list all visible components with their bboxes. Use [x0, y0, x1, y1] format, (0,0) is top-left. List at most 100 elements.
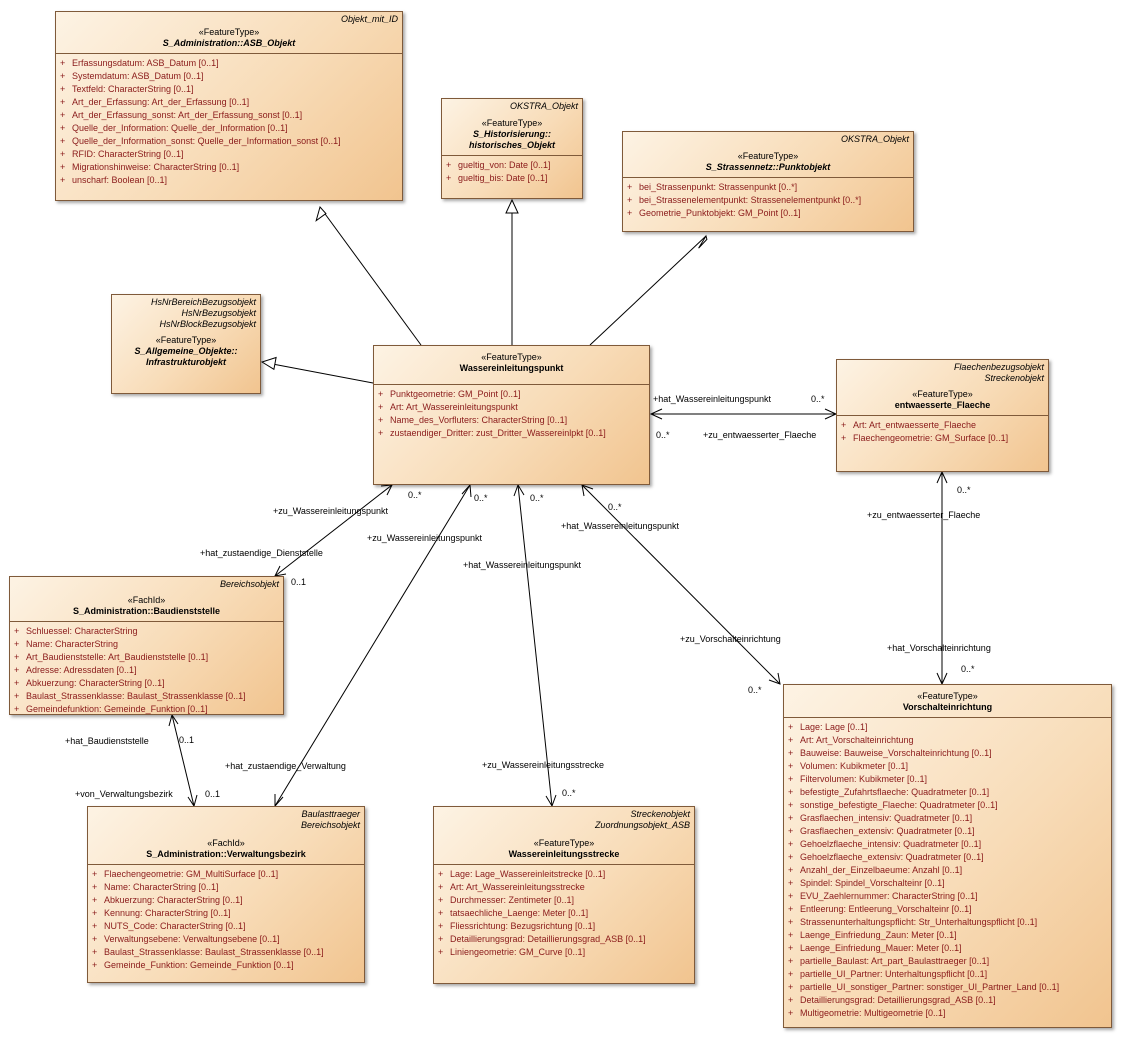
arrowhead-wep-left — [649, 408, 663, 420]
generalization-arrowhead-infra — [260, 356, 277, 371]
generalization-edge-asb — [319, 206, 422, 346]
attribute: +Art: Art_Vorschalteinrichtung — [788, 735, 914, 745]
attribute: +Laenge_Einfriedung_Mauer: Meter [0..1] — [788, 943, 962, 953]
stereotype: «FeatureType» — [481, 118, 543, 128]
attribute: +Lage: Lage_Wassereinleitstrecke [0..1] — [438, 869, 606, 879]
class-name: Vorschalteinrichtung — [902, 702, 993, 712]
attribute: +Art: Art_Wassereinleitungsstrecke — [438, 882, 585, 892]
class-name: Infrastrukturobjekt — [145, 357, 226, 367]
attribute: +RFID: CharacterString [0..1] — [60, 149, 184, 159]
attribute: +Erfassungsdatum: ASB_Datum [0..1] — [60, 58, 219, 68]
attribute: +Laenge_Einfriedung_Zaun: Meter [0..1] — [788, 930, 957, 940]
stereotype: «FeatureType» — [737, 151, 799, 161]
attribute: +sonstige_befestigte_Flaeche: Quadratmet… — [788, 800, 998, 810]
role-label: +hat_Vorschalteinrichtung — [887, 643, 991, 653]
attribute: +Kennung: CharacterString [0..1] — [92, 908, 231, 918]
tag: OKSTRA_Objekt — [509, 101, 578, 111]
tag: OKSTRA_Objekt — [840, 134, 909, 144]
attribute: +Fliessrichtung: Bezugsrichtung [0..1] — [438, 921, 596, 931]
attribute: +Gehoelzflaeche_intensiv: Quadratmeter [… — [788, 839, 982, 849]
multiplicity-label: 0..* — [562, 788, 576, 798]
attribute: +Filtervolumen: Kubikmeter [0..1] — [788, 774, 928, 784]
class-name: S_Administration::Verwaltungsbezirk — [146, 849, 306, 859]
stereotype: «FeatureType» — [481, 352, 542, 362]
attribute: +Lage: Lage [0..1] — [788, 722, 868, 732]
attribute: +Gemeinde_Funktion: Gemeinde_Funktion [0… — [92, 960, 294, 970]
attribute: +Art_Baudienststelle: Art_Baudienststell… — [14, 652, 209, 662]
tag: Bereichsobjekt — [300, 820, 360, 830]
class-infrastrukturobjekt[interactable]: HsNrBereichBezugsobjekt HsNrBezugsobjekt… — [111, 294, 261, 394]
attribute-list: +Erfassungsdatum: ASB_Datum [0..1] +Syst… — [56, 53, 402, 189]
attribute: +Abkuerzung: CharacterString [0..1] — [92, 895, 243, 905]
attribute: +Entleerung: Entleerung_Vorschalteinr [0… — [788, 904, 972, 914]
tag: HsNrBlockBezugsobjekt — [159, 319, 256, 329]
association-edge-wep-bdst — [274, 484, 393, 577]
attribute: +Multigeometrie: Multigeometrie [0..1] — [788, 1008, 946, 1018]
attribute: +bei_Strassenpunkt: Strassenpunkt [0..*] — [627, 182, 798, 192]
attribute: +Baulast_Strassenklasse: Baulast_Strasse… — [92, 947, 324, 957]
arrowhead-wep-from-vwb — [461, 483, 472, 498]
class-historisches-objekt[interactable]: OKSTRA_Objekt «FeatureType» S_Historisie… — [441, 98, 583, 199]
attribute: +gueltig_bis: Date [0..1] — [446, 173, 548, 183]
class-baudienststelle[interactable]: Bereichsobjekt «FachId» S_Administration… — [9, 576, 284, 715]
multiplicity-label: 0..* — [961, 664, 975, 674]
attribute: +Abkuerzung: CharacterString [0..1] — [14, 678, 165, 688]
attribute: +Volumen: Kubikmeter [0..1] — [788, 761, 909, 771]
class-name: S_Administration::Baudienststelle — [72, 606, 221, 616]
attribute: +befestigte_Zufahrtsflaeche: Quadratmete… — [788, 787, 990, 797]
tag: Bereichsobjekt — [219, 579, 279, 589]
multiplicity-label: 0..* — [656, 430, 670, 440]
attribute: +unscharf: Boolean [0..1] — [60, 175, 168, 185]
generalization-edge-infra — [261, 361, 374, 384]
attribute: +Bauweise: Bauweise_Vorschalteinrichtung… — [788, 748, 992, 758]
tag: Baulasttraeger — [301, 809, 360, 819]
class-wassereinleitungspunkt[interactable]: «FeatureType» Wassereinleitungspunkt +Pu… — [373, 345, 650, 485]
role-label: +zu_Wassereinleitungsstrecke — [482, 760, 604, 770]
attribute-list: +bei_Strassenpunkt: Strassenpunkt [0..*]… — [623, 177, 913, 222]
multiplicity-label: 0..1 — [179, 735, 195, 745]
association-edge-wep-vwb — [274, 484, 471, 807]
attribute: +Systemdatum: ASB_Datum [0..1] — [60, 71, 204, 81]
class-vorschalteinrichtung[interactable]: «FeatureType» Vorschalteinrichtung +Lage… — [783, 684, 1112, 1028]
class-name: Wassereinleitungspunkt — [459, 363, 564, 373]
attribute: +Art_der_Erfassung_sonst: Art_der_Erfass… — [60, 110, 303, 120]
attribute: +Detaillierungsgrad: Detaillierungsgrad_… — [788, 995, 996, 1005]
attribute: +partielle_UI_sonstiger_Partner: sonstig… — [788, 982, 1060, 992]
class-verwaltungsbezirk[interactable]: Baulasttraeger Bereichsobjekt «FachId» S… — [87, 806, 365, 983]
class-name: S_Historisierung:: — [472, 129, 551, 139]
attribute: +Flaechengeometrie: GM_Surface [0..1] — [841, 433, 1009, 443]
role-label: +hat_zustaendige_Dienststelle — [200, 548, 323, 558]
attribute: +tatsaechliche_Laenge: Meter [0..1] — [438, 908, 589, 918]
attribute: +NUTS_Code: CharacterString [0..1] — [92, 921, 246, 931]
arrowhead-wep-from-wes — [513, 483, 525, 497]
attribute: +Grasflaechen_extensiv: Quadratmeter [0.… — [788, 826, 975, 836]
class-wassereinleitungsstrecke[interactable]: Streckenobjekt Zuordnungsobjekt_ASB «Fea… — [433, 806, 695, 984]
role-label: +hat_Wassereinleitungspunkt — [463, 560, 581, 570]
attribute: +Liniengeometrie: GM_Curve [0..1] — [438, 947, 586, 957]
attribute-list: +Lage: Lage [0..1] +Art: Art_Vorschaltei… — [784, 717, 1111, 1022]
attribute: +bei_Strassenelementpunkt: Strasseneleme… — [627, 195, 862, 205]
tag: Flaechenbezugsobjekt — [953, 362, 1044, 372]
class-name: S_Allgemeine_Objekte:: — [134, 346, 238, 356]
attribute: +zustaendiger_Dritter: zust_Dritter_Wass… — [378, 428, 606, 438]
attribute: +Spindel: Spindel_Vorschalteinr [0..1] — [788, 878, 945, 888]
attribute: +Migrationshinweise: CharacterString [0.… — [60, 162, 240, 172]
attribute: +Adresse: Adressdaten [0..1] — [14, 665, 137, 675]
role-label: +hat_zustaendige_Verwaltung — [225, 761, 346, 771]
generalization-arrowhead-punkt — [698, 234, 708, 249]
stereotype: «FeatureType» — [917, 691, 978, 701]
class-punktobjekt[interactable]: OKSTRA_Objekt «FeatureType» S_Strassenne… — [622, 131, 914, 232]
class-asb-objekt[interactable]: Objekt_mit_ID «FeatureType» S_Administra… — [55, 11, 403, 201]
attribute: +Schluessel: CharacterString — [14, 626, 138, 636]
role-label: +zu_entwaesserter_Flaeche — [703, 430, 817, 440]
generalization-arrowhead-asb — [315, 205, 327, 222]
class-name: historisches_Objekt — [468, 140, 556, 150]
arrowhead-flaeche-up — [936, 470, 948, 484]
stereotype: «FeatureType» — [533, 838, 595, 848]
class-name: S_Strassennetz::Punktobjekt — [705, 162, 831, 172]
tag: Zuordnungsobjekt_ASB — [594, 820, 690, 830]
class-entwaesserte-flaeche[interactable]: Flaechenbezugsobjekt Streckenobjekt «Fea… — [836, 359, 1049, 472]
arrowhead-vse-from-wep — [768, 672, 781, 685]
attribute: +Gehoelzflaeche_extensiv: Quadratmeter [… — [788, 852, 984, 862]
